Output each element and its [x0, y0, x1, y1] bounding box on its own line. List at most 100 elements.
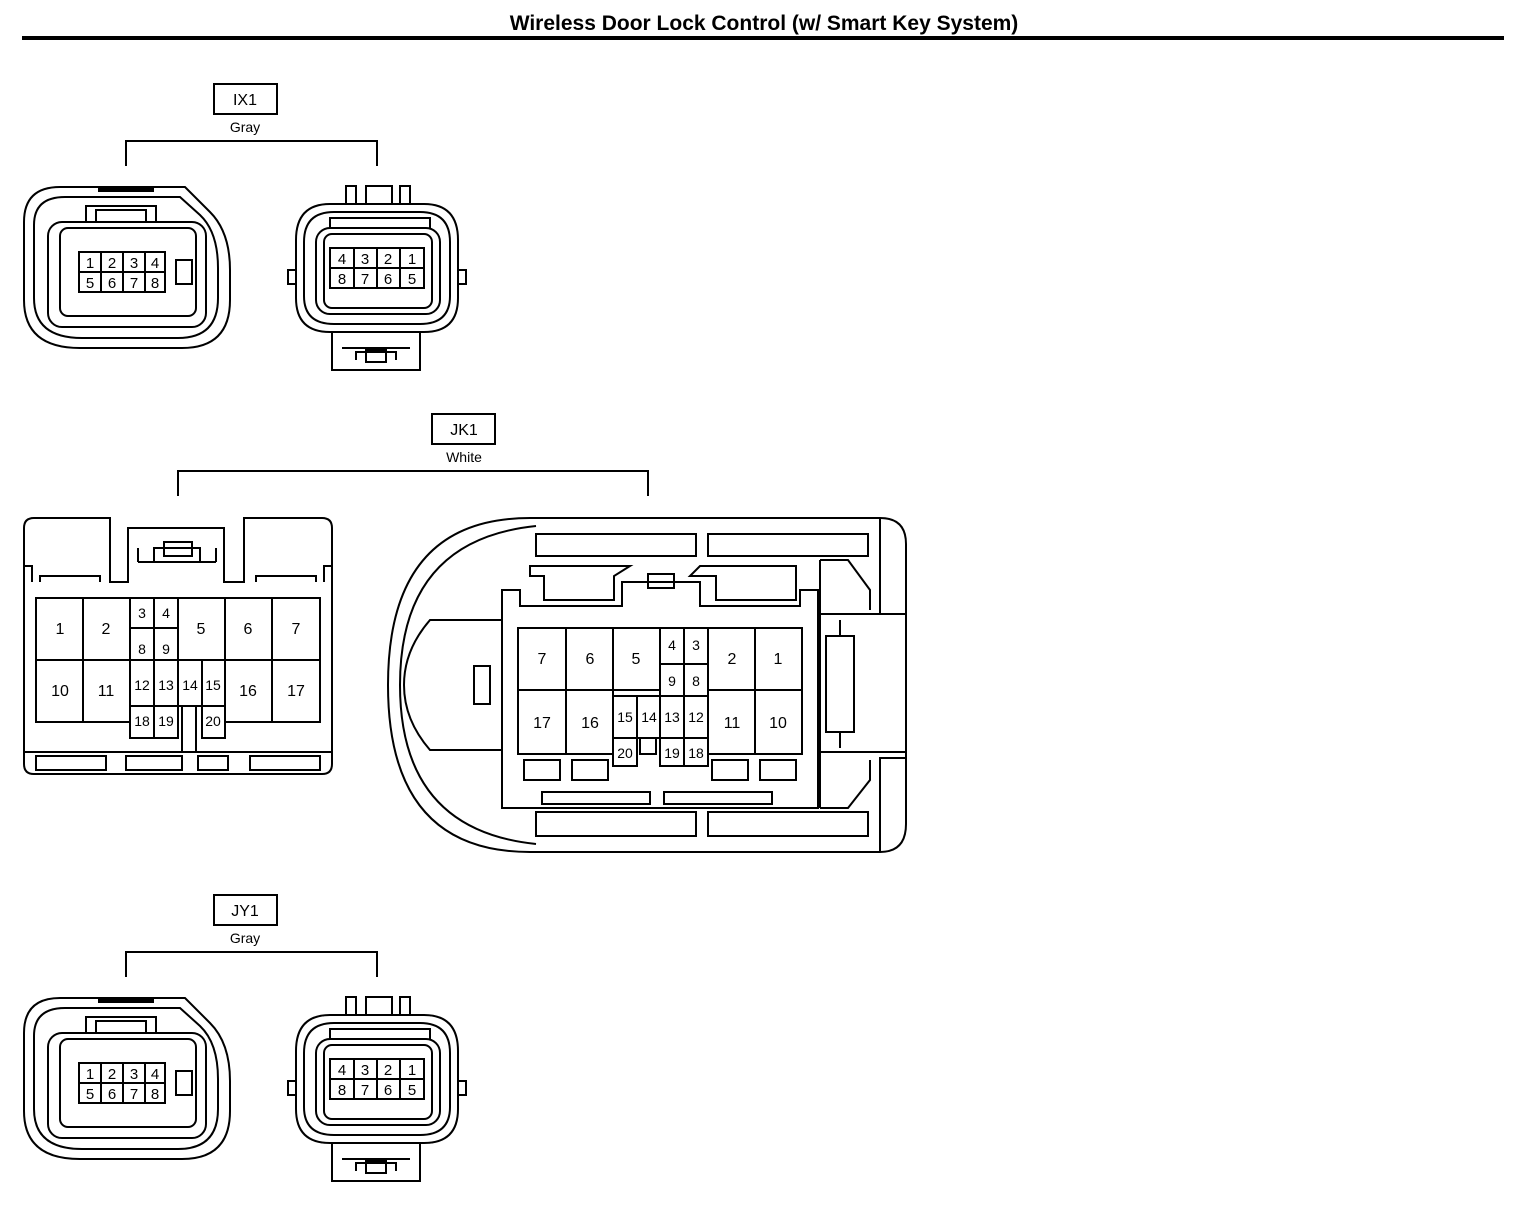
bottom-slot	[571, 759, 609, 781]
male-connector: 4 3 2 1 8 7 6 5	[287, 996, 467, 1182]
pin-label: 2	[384, 251, 392, 268]
center-key	[181, 706, 197, 752]
connector-color: Gray	[230, 930, 260, 946]
bottom-slot	[523, 759, 561, 781]
pin-label: 1	[408, 1062, 416, 1079]
lock-tab	[365, 349, 387, 363]
pin-label: 3	[138, 605, 146, 621]
pin-label: 9	[668, 673, 676, 689]
pin-label: 19	[158, 713, 174, 729]
pin-cell	[399, 267, 425, 289]
pin-label: 8	[151, 1086, 159, 1103]
connector-bracket	[125, 140, 378, 166]
pin-label: 17	[287, 683, 305, 700]
pin-label: 12	[134, 677, 150, 693]
bottom-bar	[541, 791, 651, 805]
top-tabs	[345, 996, 411, 1015]
pin-label: 1	[408, 251, 416, 268]
pin-cell	[271, 659, 321, 723]
female-connector: 1 2 3 4 5 6 7 8	[23, 997, 231, 1160]
housing-outer	[295, 1014, 459, 1144]
pin-label: 2	[728, 651, 737, 668]
housing-outer	[386, 517, 907, 853]
inner-rail	[329, 1028, 431, 1039]
housing-core	[323, 1044, 433, 1120]
pin-label: 11	[98, 683, 115, 700]
top-lock	[137, 547, 217, 563]
pin-label: 6	[244, 621, 253, 638]
pin-label: 3	[361, 1062, 369, 1079]
pin-label: 13	[158, 677, 174, 693]
latch	[85, 1016, 157, 1033]
pin-label: 3	[361, 251, 369, 268]
top-tabs	[345, 185, 411, 204]
pin-label: 8	[692, 673, 700, 689]
connector-jy1: JY1 Gray 1 2	[23, 894, 467, 1182]
housing-inner	[315, 227, 441, 315]
pin-label: 10	[51, 683, 69, 700]
pin-label: 3	[692, 637, 700, 653]
pin-label: 7	[361, 271, 369, 288]
housing-core	[59, 227, 197, 317]
pin-label: 6	[108, 275, 116, 292]
bottom-tab	[125, 755, 183, 771]
connector-id: JK1	[450, 422, 478, 439]
pin-label: 6	[108, 1086, 116, 1103]
bottom-tab	[249, 755, 321, 771]
pin-label: 6	[384, 1082, 392, 1099]
pin-grid	[329, 247, 425, 289]
bottom-lock	[331, 1143, 421, 1182]
side-rail	[39, 575, 317, 582]
bottom-tab	[197, 755, 229, 771]
pin-cell	[683, 737, 709, 767]
pin-label: 3	[130, 1066, 138, 1083]
housing-outer	[23, 186, 231, 349]
top-rail	[535, 533, 697, 557]
pin-label: 8	[338, 271, 346, 288]
housing-core	[323, 233, 433, 309]
pin-label: 2	[108, 1066, 116, 1083]
pin-label: 7	[538, 651, 547, 668]
latch	[85, 205, 157, 222]
side-nub	[457, 269, 467, 285]
inner-top	[529, 565, 797, 601]
lock-tab	[647, 573, 675, 589]
pin-label: 6	[586, 651, 595, 668]
pin-label: 16	[239, 683, 257, 700]
housing-inner	[47, 221, 207, 328]
connector-id-box	[213, 83, 278, 115]
pin-label: 1	[86, 255, 94, 272]
connector-id-box	[213, 894, 278, 926]
page-title: Wireless Door Lock Control (w/ Smart Key…	[510, 12, 1019, 35]
bottom-bar	[663, 791, 773, 805]
pin-label: 2	[102, 621, 111, 638]
pin-label: 9	[162, 641, 170, 657]
pin-cell	[201, 705, 226, 739]
housing-outer	[295, 203, 459, 333]
top-rail	[707, 533, 869, 557]
inner-rail	[329, 217, 431, 228]
bottom-slot	[759, 759, 797, 781]
pin-label: 2	[384, 1062, 392, 1079]
pin-label: 2	[108, 255, 116, 272]
pin-label: 15	[205, 677, 221, 693]
pin-label: 18	[134, 713, 150, 729]
female-connector: 1 2 3 4 5 6 7 8	[23, 186, 231, 349]
pin-label: 5	[408, 1082, 416, 1099]
housing-mid	[33, 1007, 219, 1150]
pin-label: 13	[664, 709, 680, 725]
pin-grid	[78, 251, 166, 293]
pin-label: 7	[361, 1082, 369, 1099]
connector-id-box	[431, 413, 496, 445]
connector-bracket	[177, 470, 649, 496]
lock-tab	[163, 541, 193, 557]
pin-label: 19	[664, 745, 680, 761]
pin-label: 7	[130, 1086, 138, 1103]
pin-cell	[754, 689, 803, 755]
housing-outer	[23, 997, 231, 1160]
bottom-slot	[711, 759, 749, 781]
pin-label: 7	[130, 275, 138, 292]
pin-grid	[329, 1058, 425, 1100]
connector-jk1: JK1 White	[23, 413, 907, 853]
connector-color: Gray	[230, 119, 260, 135]
